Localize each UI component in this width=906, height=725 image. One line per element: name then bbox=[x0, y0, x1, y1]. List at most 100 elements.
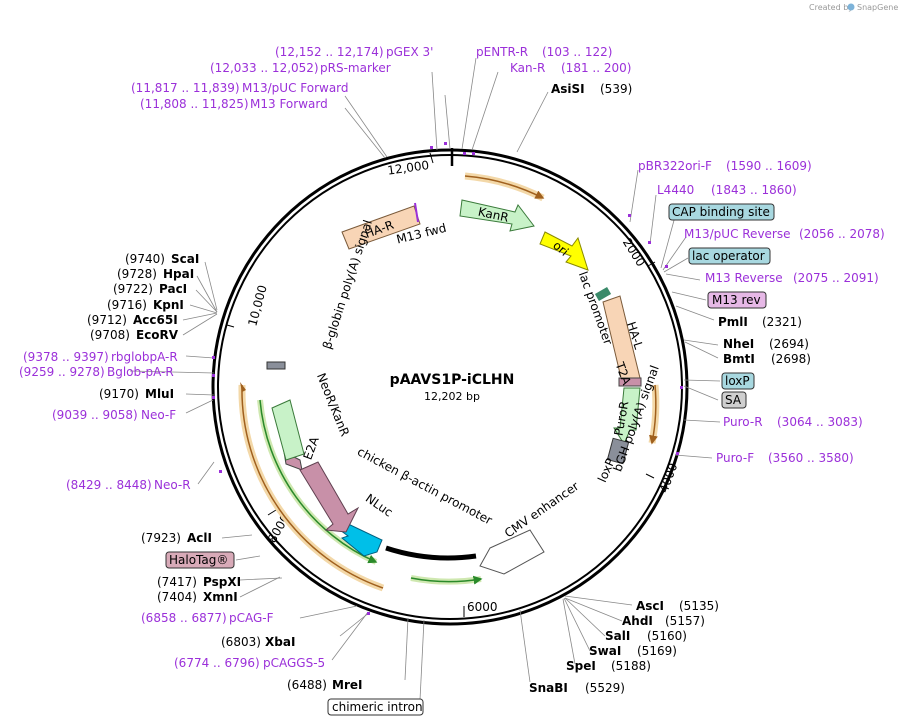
enzyme-ahdi: AhdI bbox=[622, 614, 653, 628]
primer-m13puc-rev: M13/pUC Reverse bbox=[684, 227, 791, 241]
enzyme-asci: AscI bbox=[636, 599, 664, 613]
boxed-labels: CAP binding site lac operator M13 rev lo… bbox=[165, 203, 775, 716]
enzyme-hpai: HpaI bbox=[163, 267, 194, 281]
enzyme-spei: SpeI bbox=[566, 659, 596, 673]
enzyme-snabi-pos: (5529) bbox=[585, 681, 625, 695]
enzyme-sali-pos: (5160) bbox=[647, 629, 687, 643]
enzyme-paci: PacI bbox=[159, 282, 187, 296]
primer-bglob-pa-r-range: (9259 .. 9278) bbox=[19, 365, 105, 379]
feature-kanr: KanR bbox=[477, 205, 510, 225]
primer-rbglobpa-r-range: (9378 .. 9397) bbox=[23, 350, 109, 364]
box-cap-binding-site: CAP binding site bbox=[672, 205, 770, 219]
primer-m13-fwd: M13 Forward bbox=[250, 97, 328, 111]
primer-m13puc-fwd-range: (11,817 .. 11,839) bbox=[131, 81, 240, 95]
enzyme-mlui: MluI bbox=[145, 387, 174, 401]
primer-neo-f: Neo-F bbox=[141, 408, 176, 422]
box-sa: SA bbox=[725, 393, 742, 407]
outer-arcs bbox=[238, 172, 660, 592]
enzyme-nhei-pos: (2694) bbox=[769, 337, 809, 351]
primer-bglob-pa-r: Bglob-pA-R bbox=[107, 365, 174, 379]
enzyme-asci-pos: (5135) bbox=[679, 599, 719, 613]
snapgene-credit: Created by SnapGene bbox=[809, 3, 898, 12]
primer-neo-f-range: (9039 .. 9058) bbox=[52, 408, 138, 422]
enzyme-bmti-pos: (2698) bbox=[771, 352, 811, 366]
enzyme-xbai-pos: (6803) bbox=[221, 635, 261, 649]
enzyme-nhei: NheI bbox=[723, 337, 754, 351]
feature-e2a: E2A bbox=[301, 434, 322, 462]
plasmid-size: 12,202 bp bbox=[424, 390, 480, 403]
tick-label: 10,000 bbox=[245, 284, 269, 328]
enzyme-labels: AsiSI (539) PmlI (2321) NheI (2694) BmtI… bbox=[87, 82, 811, 695]
enzyme-scai-pos: (9740) bbox=[125, 252, 165, 266]
box-chimeric-intron: chimeric intron bbox=[332, 700, 423, 714]
primer-m13puc-fwd: M13/pUC Forward bbox=[242, 81, 349, 95]
enzyme-scai: ScaI bbox=[171, 252, 199, 266]
enzyme-bmti: BmtI bbox=[723, 352, 755, 366]
enzyme-mlui-pos: (9170) bbox=[99, 387, 139, 401]
primer-m13-fwd-range: (11,808 .. 11,825) bbox=[140, 97, 249, 111]
primer-prs-marker-range: (12,033 .. 12,052) bbox=[210, 61, 319, 75]
enzyme-ahdi-pos: (5157) bbox=[665, 614, 705, 628]
enzyme-hpai-pos: (9728) bbox=[117, 267, 157, 281]
plasmid-name: pAAVS1P-iCLHN bbox=[390, 372, 515, 388]
primer-pentr-r: pENTR-R bbox=[476, 45, 528, 59]
primer-l4440-range: (1843 .. 1860) bbox=[711, 183, 797, 197]
primer-kan-r: Kan-R bbox=[510, 61, 545, 75]
enzyme-pmli-pos: (2321) bbox=[762, 315, 802, 329]
primer-puro-f: Puro-F bbox=[716, 451, 754, 465]
enzyme-asisi: AsiSI bbox=[551, 82, 585, 96]
connector-lines bbox=[129, 57, 721, 701]
enzyme-snabi: SnaBI bbox=[529, 681, 568, 695]
primer-neo-r: Neo-R bbox=[154, 478, 191, 492]
feature-cba-promoter: chicken β-actin promoter bbox=[355, 444, 495, 527]
primer-puro-f-range: (3560 .. 3580) bbox=[768, 451, 854, 465]
box-loxp: loxP bbox=[725, 374, 750, 388]
enzyme-xmni-pos: (7404) bbox=[157, 590, 197, 604]
enzyme-ecorv-pos: (9708) bbox=[90, 328, 130, 342]
primer-pbr322ori-f: pBR322ori-F bbox=[638, 159, 712, 173]
primer-puro-r: Puro-R bbox=[723, 415, 763, 429]
box-lac-operator: lac operator bbox=[692, 249, 765, 263]
primer-rbglobpa-r: rbglobpA-R bbox=[111, 350, 178, 364]
feature-neor-kanr: NeoR/KanR bbox=[314, 371, 352, 438]
enzyme-mrei: MreI bbox=[332, 678, 362, 692]
primer-pbr322ori-f-range: (1590 .. 1609) bbox=[726, 159, 812, 173]
primer-labels: (12,152 .. 12,174) pGEX 3' (12,033 .. 12… bbox=[19, 45, 885, 670]
primer-m13-rev-range: (2075 .. 2091) bbox=[793, 271, 879, 285]
svg-text:Created by: Created by bbox=[809, 3, 853, 12]
primer-l4440: L4440 bbox=[657, 183, 694, 197]
primer-pcaggs-5: pCAGGS-5 bbox=[263, 656, 325, 670]
enzyme-pspxi-pos: (7417) bbox=[157, 575, 197, 589]
enzyme-mrei-pos: (6488) bbox=[287, 678, 327, 692]
enzyme-kpni-pos: (9716) bbox=[107, 298, 147, 312]
primer-m13puc-rev-range: (2056 .. 2078) bbox=[799, 227, 885, 241]
enzyme-swai: SwaI bbox=[589, 644, 621, 658]
enzyme-acc65i-pos: (9712) bbox=[87, 313, 127, 327]
enzyme-kpni: KpnI bbox=[153, 298, 184, 312]
primer-pgex3-range: (12,152 .. 12,174) bbox=[275, 45, 384, 59]
feature-nluc: NLuc bbox=[363, 491, 395, 519]
primer-pentr-r-range: (103 .. 122) bbox=[542, 45, 612, 59]
enzyme-pspxi: PspXI bbox=[203, 575, 241, 589]
primer-pcag-f: pCAG-F bbox=[229, 611, 274, 625]
enzyme-xbai: XbaI bbox=[265, 635, 295, 649]
primer-puro-r-range: (3064 .. 3083) bbox=[777, 415, 863, 429]
primer-pcaggs-5-range: (6774 .. 6796) bbox=[174, 656, 260, 670]
enzyme-sali: SalI bbox=[605, 629, 630, 643]
enzyme-xmni: XmnI bbox=[203, 590, 238, 604]
primer-pcag-f-range: (6858 .. 6877) bbox=[141, 611, 227, 625]
primer-neo-r-range: (8429 .. 8448) bbox=[66, 478, 152, 492]
enzyme-acli-pos: (7923) bbox=[141, 531, 181, 545]
tick-label: 12,000 bbox=[386, 158, 430, 178]
enzyme-spei-pos: (5188) bbox=[611, 659, 651, 673]
feature-cmv-enhancer: CMV enhancer bbox=[502, 479, 582, 541]
primer-kan-r-range: (181 .. 200) bbox=[561, 61, 631, 75]
enzyme-swai-pos: (5169) bbox=[637, 644, 677, 658]
box-halotag: HaloTag® bbox=[169, 553, 228, 567]
enzyme-acc65i: Acc65I bbox=[133, 313, 178, 327]
enzyme-paci-pos: (9722) bbox=[113, 282, 153, 296]
primer-pgex3: pGEX 3' bbox=[386, 45, 433, 59]
enzyme-asisi-pos: (539) bbox=[600, 82, 632, 96]
svg-text:SnapGene: SnapGene bbox=[857, 3, 898, 12]
